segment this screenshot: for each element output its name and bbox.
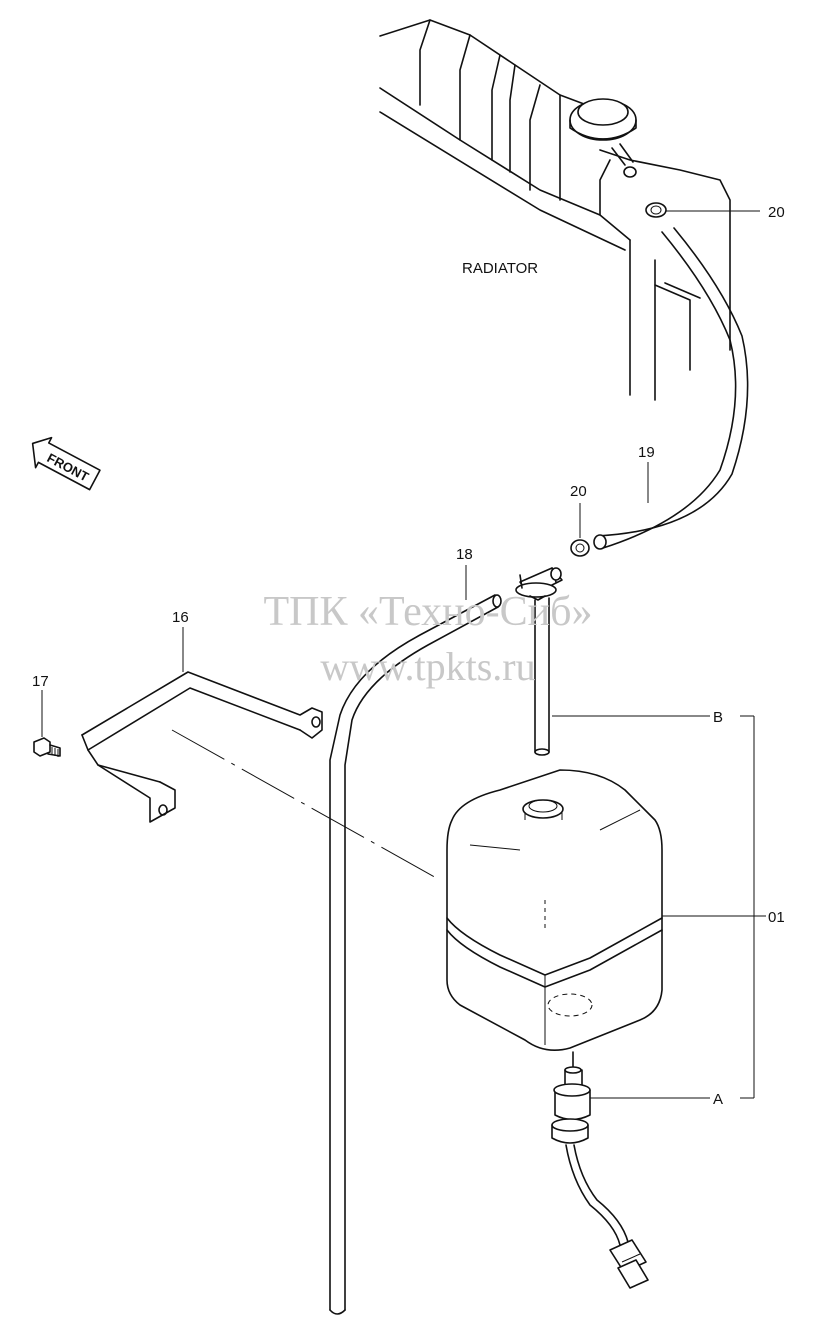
hose-19 xyxy=(593,227,749,550)
ref-b-label: B xyxy=(713,709,723,726)
part-18-label: 18 xyxy=(456,546,473,563)
clamp-20 xyxy=(570,539,590,557)
watermark-company: ТПК «Техно-Сиб» xyxy=(264,589,593,635)
watermark-url: www.tpkts.ru xyxy=(320,644,535,689)
front-arrow-icon: FRONT xyxy=(31,436,101,491)
radiator-drawing: RADIATOR xyxy=(379,19,731,401)
part-20-mid-label: 20 xyxy=(570,483,587,500)
reservoir-tank xyxy=(446,769,663,1051)
bolt-17 xyxy=(33,737,61,757)
level-sensor xyxy=(551,1051,649,1289)
part-20-top-label: 20 xyxy=(768,204,785,221)
part-19-label: 19 xyxy=(638,444,655,461)
part-17-label: 17 xyxy=(32,673,49,690)
bracket-16 xyxy=(81,671,323,823)
tank-cap-fitting xyxy=(515,567,563,756)
part-16-label: 16 xyxy=(172,609,189,626)
radiator-label: RADIATOR xyxy=(462,260,538,277)
part-01-label: 01 xyxy=(768,909,785,926)
hose-18 xyxy=(329,594,502,1315)
ref-a-label: A xyxy=(713,1091,723,1108)
